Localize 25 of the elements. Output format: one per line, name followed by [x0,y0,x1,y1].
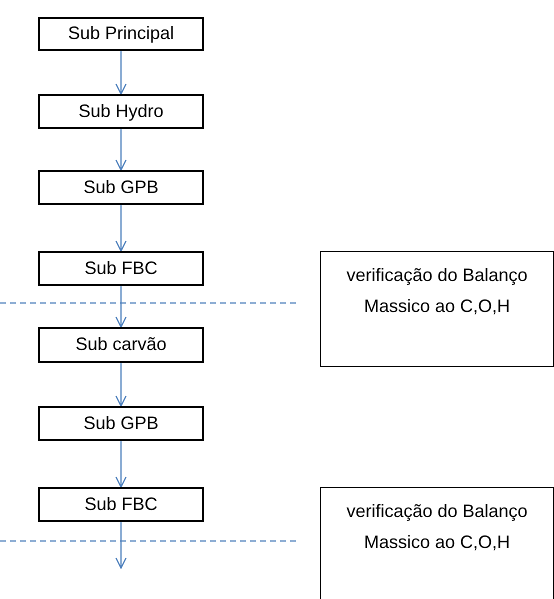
arrow [115,522,127,569]
arrow [115,363,127,407]
process-box [38,17,204,51]
arrow [115,441,127,488]
arrow [115,286,127,328]
note-text: verificação do Balanço Massico ao C,O,H [345,500,529,554]
arrow [115,129,127,171]
note-box [320,487,554,599]
process-label: Sub GPB [83,414,159,434]
process-label: Sub Principal [68,24,174,44]
process-box [38,327,204,363]
process-box [38,170,204,205]
process-box [38,94,204,129]
process-box [38,406,204,441]
note-box [320,251,554,367]
process-label: Sub carvão [75,335,167,355]
arrow [115,205,127,252]
process-label: Sub GPB [83,178,159,198]
note-text: verificação do Balanço Massico ao C,O,H [345,264,529,318]
arrow [115,51,127,95]
process-box [38,251,204,286]
process-label: Sub FBC [84,494,158,514]
process-label: Sub FBC [84,258,158,278]
process-label: Sub Hydro [78,102,164,122]
process-box [38,487,204,522]
